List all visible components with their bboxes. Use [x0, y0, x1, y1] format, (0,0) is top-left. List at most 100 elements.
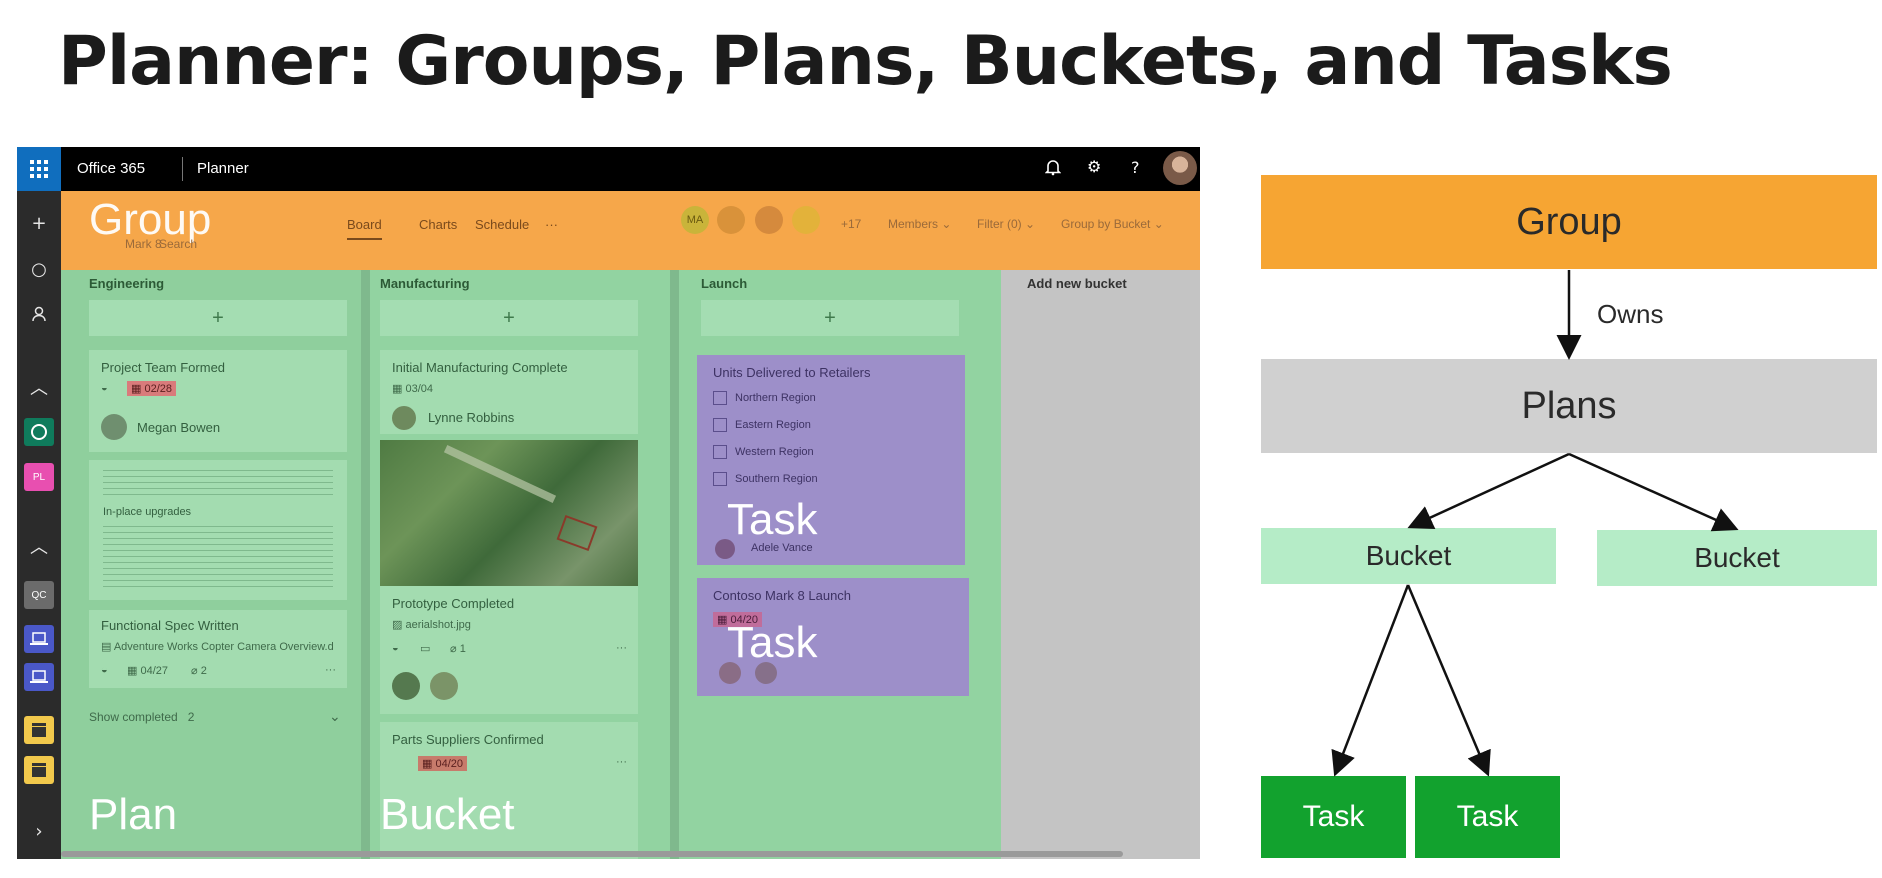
task-title: Initial Manufacturing Complete	[392, 360, 568, 375]
chevron-right-icon[interactable]: ›	[35, 820, 43, 842]
due-date-badge: ▦ 04/20	[418, 756, 467, 771]
task-card[interactable]: Contoso Mark 8 Launch ▦ 04/20 Task	[697, 578, 969, 696]
planner-tile-icon[interactable]	[24, 418, 54, 446]
group-by-dropdown[interactable]: Group by Bucket ⌄	[1061, 217, 1164, 231]
more-options-icon[interactable]: ···	[325, 664, 336, 676]
task-overlay-label: Task	[727, 618, 818, 667]
gear-icon[interactable]: ⚙	[1087, 157, 1102, 176]
laptop-tile-icon[interactable]	[24, 625, 54, 653]
add-new-bucket-button[interactable]: Add new bucket	[1027, 276, 1127, 291]
tab-charts[interactable]: Charts	[419, 217, 458, 232]
due-date: ▦ 03/04	[392, 383, 433, 395]
plus-icon[interactable]: +	[31, 212, 47, 234]
assignee-name: Megan Bowen	[137, 420, 221, 435]
description-text	[103, 470, 333, 500]
description-text	[103, 526, 333, 592]
task-card[interactable]: Parts Suppliers Confirmed ▦ 04/20 ···	[380, 722, 638, 859]
task-card[interactable]: Project Team Formed ◒ ▦ 02/28 Megan Bowe…	[89, 350, 347, 452]
clapper-tile-icon[interactable]	[24, 716, 54, 744]
more-options-icon[interactable]: ···	[616, 756, 627, 768]
suite-name[interactable]: Office 365	[77, 160, 146, 177]
progress-icon: ◒	[101, 664, 108, 676]
add-task-button[interactable]: +	[380, 300, 638, 336]
checklist-item[interactable]: Western Region	[713, 445, 814, 459]
horizontal-scrollbar[interactable]	[61, 851, 1123, 857]
assignee-avatar	[715, 539, 735, 559]
checkbox[interactable]	[713, 418, 727, 432]
bell-icon[interactable]	[1044, 158, 1062, 180]
planner-screenshot: + ○ ︿ PL ︿ QC › Office 365 Planner	[17, 147, 1200, 859]
clapper-tile-icon[interactable]	[24, 756, 54, 784]
plan-tile-pl[interactable]: PL	[24, 463, 54, 491]
members-dropdown[interactable]: Members ⌄	[888, 217, 952, 231]
checkbox[interactable]	[713, 472, 727, 486]
chevron-down-icon[interactable]: ⌄	[329, 708, 341, 724]
chevron-up-icon[interactable]: ︿	[30, 378, 48, 399]
assignee-avatar	[430, 672, 458, 700]
app-name[interactable]: Planner	[197, 160, 249, 177]
show-completed-toggle[interactable]: Show completed 2	[89, 710, 195, 724]
member-overflow-count[interactable]: +17	[841, 217, 862, 231]
group-overlay-label: Group	[89, 195, 212, 244]
diagram-bucket-left: Bucket	[1261, 528, 1556, 584]
chevron-down-icon: ⌄	[1025, 217, 1036, 231]
checklist-item[interactable]: Eastern Region	[713, 418, 811, 432]
task-title: Functional Spec Written	[101, 618, 239, 633]
image-icon: ▨	[392, 619, 406, 631]
help-icon[interactable]: ?	[1131, 158, 1140, 177]
diagram-group-box: Group	[1261, 175, 1877, 269]
plan-name[interactable]: Mark 8	[125, 237, 162, 251]
chevron-up-icon[interactable]: ︿	[30, 537, 48, 558]
attachment-count: ⌀ 1	[450, 643, 466, 655]
assignee-avatar	[755, 662, 777, 684]
progress-icon: ◒	[101, 382, 108, 394]
group-header: Group Mark 8 Search Board Charts Schedul…	[61, 191, 1200, 270]
checkbox[interactable]	[713, 445, 727, 459]
laptop-tile-icon[interactable]	[24, 663, 54, 691]
task-card[interactable]: Functional Spec Written ▤ Adventure Work…	[89, 610, 347, 688]
task-title: Units Delivered to Retailers	[713, 365, 871, 380]
bucket-name: Manufacturing	[380, 276, 470, 291]
office-topbar: Office 365 Planner ⚙ ?	[61, 147, 1200, 191]
more-tabs-button[interactable]: ···	[545, 217, 558, 232]
task-card[interactable]: In-place upgrades	[89, 460, 347, 600]
more-options-icon[interactable]: ···	[616, 642, 627, 654]
tab-schedule[interactable]: Schedule	[475, 217, 530, 232]
bucket-engineering: Engineering + Project Team Formed ◒ ▦ 02…	[61, 270, 361, 859]
tab-board[interactable]: Board	[347, 217, 382, 240]
add-task-button[interactable]: +	[701, 300, 959, 336]
member-avatar[interactable]	[792, 206, 820, 234]
aerial-photo-preview[interactable]	[380, 440, 638, 586]
task-card[interactable]: Initial Manufacturing Complete ▦ 03/04 L…	[380, 350, 638, 434]
assignee-name: Lynne Robbins	[428, 410, 515, 425]
waffle-icon[interactable]	[17, 147, 61, 191]
chevron-down-icon: ⌄	[1153, 217, 1164, 231]
person-icon[interactable]	[17, 300, 61, 328]
task-card[interactable]: Units Delivered to Retailers Northern Re…	[697, 355, 965, 565]
plans-to-bucket-left-arrow	[1407, 452, 1570, 530]
attachment-count: ⌀ 2	[191, 665, 207, 677]
diagram-plans-box: Plans	[1261, 359, 1877, 453]
add-task-button[interactable]: +	[89, 300, 347, 336]
chevron-down-icon: ⌄	[941, 217, 952, 231]
filter-dropdown[interactable]: Filter (0) ⌄	[977, 217, 1036, 231]
search-link[interactable]: Search	[159, 237, 198, 251]
member-avatar[interactable]: MA	[681, 206, 709, 234]
plans-to-bucket-right-arrow	[1568, 452, 1739, 532]
checklist-item[interactable]: Northern Region	[713, 391, 816, 405]
task-title: Parts Suppliers Confirmed	[392, 732, 544, 747]
comment-icon: ▭	[420, 643, 431, 655]
divider	[182, 157, 183, 181]
member-avatar[interactable]	[717, 206, 745, 234]
member-avatar[interactable]	[755, 206, 783, 234]
due-date-badge: ▦ 02/28	[127, 381, 176, 396]
assignee-name: Adele Vance	[751, 542, 813, 554]
checklist-item[interactable]: Southern Region	[713, 472, 818, 486]
avatar[interactable]	[1163, 151, 1197, 185]
plan-tile-qc[interactable]: QC	[24, 581, 54, 609]
circle-icon[interactable]: ○	[31, 258, 47, 280]
task-title: Project Team Formed	[101, 360, 226, 375]
checkbox[interactable]	[713, 391, 727, 405]
diagram-bucket-right: Bucket	[1597, 530, 1877, 586]
task-card[interactable]: Prototype Completed ▨ aerialshot.jpg ◒ ▭…	[380, 586, 638, 714]
